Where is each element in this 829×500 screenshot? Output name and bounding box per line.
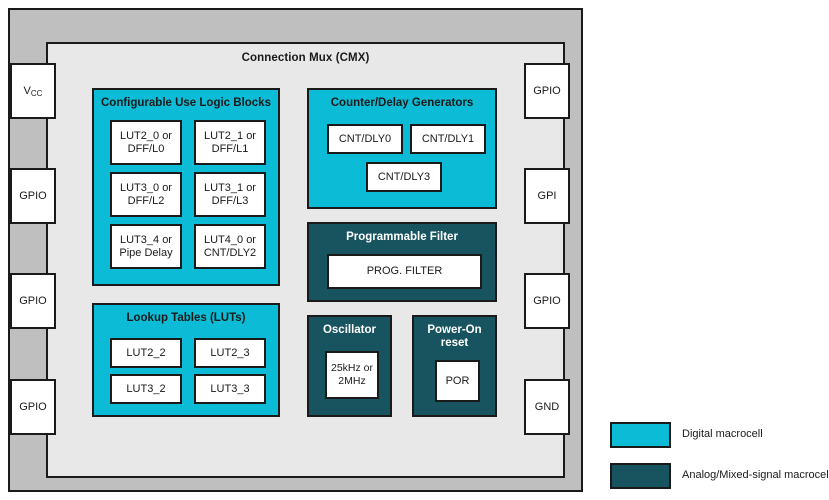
cell-label: LUT3_3: [210, 382, 250, 395]
cell-cnt-dly1[interactable]: CNT/DLY1: [410, 124, 486, 154]
cell-cnt-dly0[interactable]: CNT/DLY0: [327, 124, 403, 154]
legend-label-analog: Analog/Mixed-signal macrocell: [682, 469, 829, 481]
pin-gpio-left-1[interactable]: GPIO: [10, 168, 56, 224]
pin-label: GPIO: [19, 295, 47, 307]
cell-cnt-dly3[interactable]: CNT/DLY3: [366, 162, 442, 192]
pin-gnd[interactable]: GND: [524, 379, 570, 435]
cell-lut2-3[interactable]: LUT2_3: [194, 338, 266, 368]
pin-label: GND: [534, 401, 560, 413]
group-title: Oscillator: [322, 324, 377, 336]
cell-label: CNT/DLY0: [338, 132, 392, 145]
cell-lut3-2[interactable]: LUT3_2: [110, 374, 182, 404]
pin-gpio-right-1[interactable]: GPIO: [524, 63, 570, 119]
cell-label: POR: [445, 374, 470, 387]
cell-label: PROG. FILTER: [366, 265, 443, 277]
connection-mux-title: Connection Mux (CMX): [241, 52, 370, 64]
pin-gpio-left-3[interactable]: GPIO: [10, 379, 56, 435]
cell-por[interactable]: POR: [435, 360, 480, 402]
cell-label: LUT2_3: [210, 346, 250, 359]
legend-swatch-analog: [610, 463, 671, 489]
pin-label: GPIO: [533, 295, 561, 307]
group-title: Lookup Tables (LUTs): [126, 312, 246, 324]
pin-label: GPIO: [19, 190, 47, 202]
legend-label-digital: Digital macrocell: [682, 428, 763, 440]
cell-label: CNT/DLY3: [377, 170, 431, 183]
pin-label: GPIO: [533, 85, 561, 97]
cell-label: LUT3_2: [126, 382, 166, 395]
group-title: Counter/Delay Generators: [330, 97, 474, 109]
group-counter-delay-generators[interactable]: Counter/Delay Generators CNT/DLY0 CNT/DL…: [307, 88, 497, 209]
pin-label: GPI: [537, 190, 557, 202]
cell-label: LUT2_2: [126, 346, 166, 359]
pin-label: GPIO: [19, 401, 47, 413]
group-title: Configurable Use Logic Blocks: [101, 97, 271, 109]
cell-lut2-2[interactable]: LUT2_2: [110, 338, 182, 368]
pin-vcc[interactable]: VCC: [10, 63, 56, 119]
cell-lut3-3[interactable]: LUT3_3: [194, 374, 266, 404]
group-programmable-filter[interactable]: Programmable Filter PROG. FILTER: [307, 222, 497, 302]
cell-prog-filter[interactable]: PROG. FILTER: [327, 254, 482, 289]
group-title: Programmable Filter: [346, 231, 458, 243]
pin-gpi-right[interactable]: GPI: [524, 168, 570, 224]
pin-vcc-label: VCC: [23, 85, 43, 98]
pin-gpio-left-2[interactable]: GPIO: [10, 273, 56, 329]
pin-gpio-right-2[interactable]: GPIO: [524, 273, 570, 329]
group-lookup-tables[interactable]: Lookup Tables (LUTs) LUT2_2 LUT2_3 LUT3_…: [92, 303, 280, 417]
cell-label: CNT/DLY1: [421, 132, 475, 145]
legend-swatch-digital: [610, 422, 671, 448]
